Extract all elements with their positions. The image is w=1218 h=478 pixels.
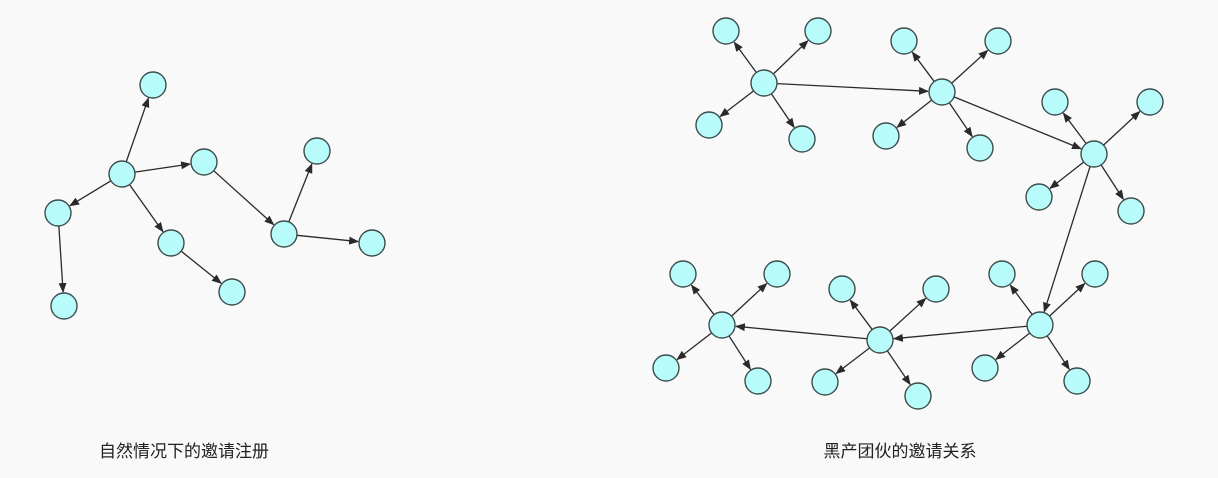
fraud-ring-graph-edge (1062, 112, 1087, 144)
fraud-ring-graph-node (788, 125, 816, 153)
edges-layer (58, 40, 1141, 386)
fraud-ring-graph-edge (1100, 164, 1124, 201)
fraud-ring-graph-node (1136, 88, 1164, 116)
caption-natural-invitation: 自然情况下的邀请注册 (99, 442, 269, 462)
natural-graph-node (190, 148, 218, 176)
fraud-ring-graph-node (966, 134, 994, 162)
fraud-ring-graph-node (984, 27, 1012, 55)
fraud-ring-graph-edge (772, 40, 809, 75)
fraud-ring-graph-node (695, 111, 723, 139)
natural-graph-node (358, 229, 386, 257)
fraud-ring-graph-node (1080, 140, 1108, 168)
fraud-ring-graph-edge (1043, 166, 1091, 313)
fraud-ring-graph-edge (951, 49, 989, 84)
natural-graph-node (139, 71, 167, 99)
fraud-ring-graph-node (1081, 260, 1109, 288)
natural-graph-edge (125, 97, 150, 162)
natural-graph-edge (288, 163, 313, 223)
natural-graph-node (50, 292, 78, 320)
fraud-ring-graph-node (890, 27, 918, 55)
fraud-ring-graph-edge (889, 297, 927, 332)
natural-graph-node (303, 137, 331, 165)
natural-graph-edge (69, 180, 112, 207)
fraud-ring-graph-edge (731, 282, 768, 317)
fraud-ring-graph-edge (719, 90, 755, 118)
fraud-ring-graph-edge (1103, 110, 1141, 146)
fraud-ring-graph-edge (948, 102, 973, 138)
fraud-ring-graph-node (804, 17, 832, 45)
fraud-ring-graph-edge (892, 325, 1028, 342)
fraud-ring-graph-node (652, 354, 680, 382)
fraud-ring-graph-node (1041, 88, 1069, 116)
natural-graph-node (108, 160, 136, 188)
natural-graph-edge (58, 225, 67, 294)
fraud-ring-graph-node (866, 326, 894, 354)
fraud-ring-graph-node (928, 78, 956, 106)
fraud-ring-graph-node (744, 367, 772, 395)
natural-graph-edge (180, 250, 222, 284)
fraud-ring-graph-edge (835, 347, 871, 375)
natural-graph-node (270, 220, 298, 248)
fraud-ring-graph-node (1117, 197, 1145, 225)
fraud-ring-graph-edge (734, 323, 868, 340)
fraud-ring-graph-edge (911, 51, 935, 82)
natural-graph-edge (213, 170, 275, 226)
fraud-ring-graph-node (669, 260, 697, 288)
fraud-ring-graph-edge (1009, 284, 1033, 315)
fraud-ring-graph-edge (953, 96, 1082, 150)
fraud-ring-graph-edge (1049, 282, 1086, 317)
caption-fraud-ring-invitation: 黑产团伙的邀请关系 (823, 442, 977, 462)
fraud-ring-graph-edge (886, 350, 911, 386)
natural-graph-edge (134, 161, 192, 173)
fraud-ring-graph-edge (733, 41, 757, 73)
fraud-ring-graph-edge (690, 284, 715, 316)
natural-graph-edge (296, 234, 360, 245)
fraud-ring-graph-node (1026, 311, 1054, 339)
fraud-ring-graph-edge (849, 299, 873, 330)
fraud-ring-graph-node (708, 311, 736, 339)
fraud-ring-graph-node (872, 122, 900, 150)
natural-graph-node (44, 199, 72, 227)
fraud-ring-graph-node (811, 368, 839, 396)
fraud-ring-graph-edge (896, 99, 933, 128)
fraud-ring-graph-node (904, 382, 932, 410)
fraud-ring-graph-edge (776, 83, 930, 95)
fraud-ring-graph-edge (1046, 335, 1070, 371)
fraud-ring-graph-node (971, 354, 999, 382)
fraud-ring-graph-node (1025, 183, 1053, 211)
fraud-ring-graph-edge (995, 332, 1031, 360)
fraud-ring-graph-node (763, 260, 791, 288)
fraud-ring-graph-node (750, 69, 778, 97)
natural-graph-edge (128, 184, 164, 233)
fraud-ring-graph-edge (676, 332, 713, 361)
nodes-layer (44, 17, 1164, 410)
natural-graph-node (218, 278, 246, 306)
fraud-ring-graph-edge (770, 93, 795, 129)
fraud-ring-graph-node (828, 275, 856, 303)
natural-graph-node (157, 229, 185, 257)
fraud-ring-graph-edge (1049, 161, 1085, 189)
fraud-ring-graph-edge (728, 335, 751, 371)
fraud-ring-graph-node (988, 260, 1016, 288)
fraud-ring-graph-node (712, 17, 740, 45)
fraud-ring-graph-node (1063, 367, 1091, 395)
fraud-ring-graph-node (922, 275, 950, 303)
